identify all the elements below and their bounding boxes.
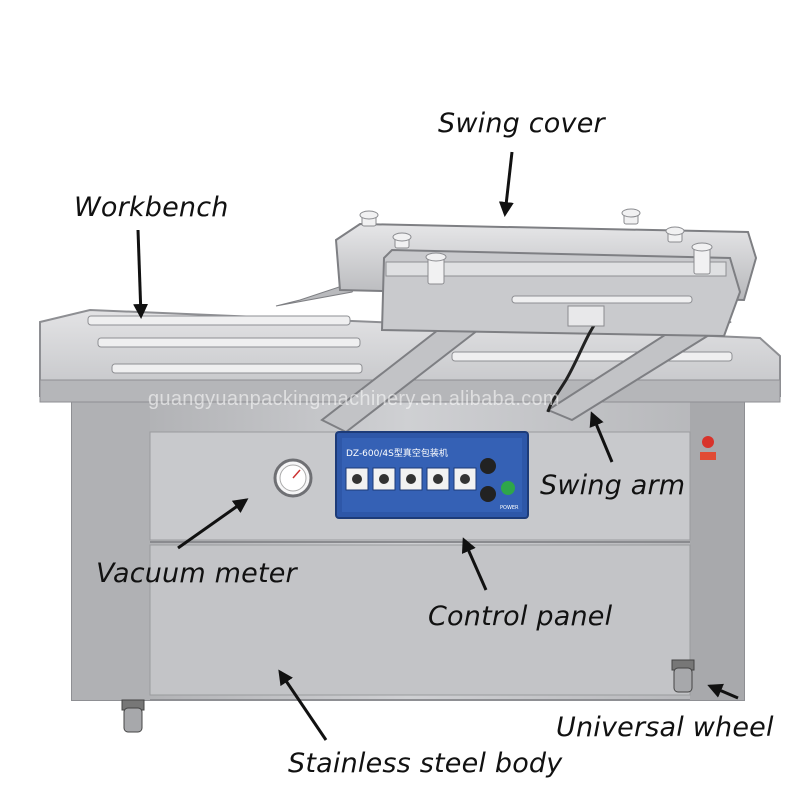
callout-vacuum-meter: Vacuum meter [96, 558, 297, 589]
callout-arrows [133, 151, 739, 741]
panel-model-label: DZ-600/4S型真空包装机 [346, 447, 448, 459]
callout-swing-cover: Swing cover [438, 108, 605, 139]
callout-workbench: Workbench [74, 192, 229, 223]
swing-arm-arrow [589, 411, 614, 463]
universal-wheel-arrow [707, 683, 739, 700]
universal-wheels [121, 659, 695, 733]
callout-universal-wheel: Universal wheel [556, 712, 774, 743]
vacuum-meter-gauge [273, 458, 313, 498]
control-panel: DZ-600/4S型真空包装机 POWER [335, 431, 529, 519]
panel-power-label: POWER [500, 505, 519, 511]
callout-stainless-steel-body: Stainless steel body [288, 748, 563, 779]
workbench-arrow [133, 229, 149, 319]
watermark-text: guangyuanpackingmachinery.en.alibaba.com [148, 388, 560, 410]
stainless-steel-body-arrow [278, 669, 328, 741]
callout-control-panel: Control panel [428, 601, 613, 632]
swing-cover-arrow [498, 151, 514, 217]
vacuum-meter-arrow [177, 498, 249, 550]
swing-cover [334, 208, 758, 413]
control-panel-arrow [461, 537, 488, 591]
callout-swing-arm: Swing arm [540, 470, 686, 501]
emergency-indicator [700, 436, 716, 460]
